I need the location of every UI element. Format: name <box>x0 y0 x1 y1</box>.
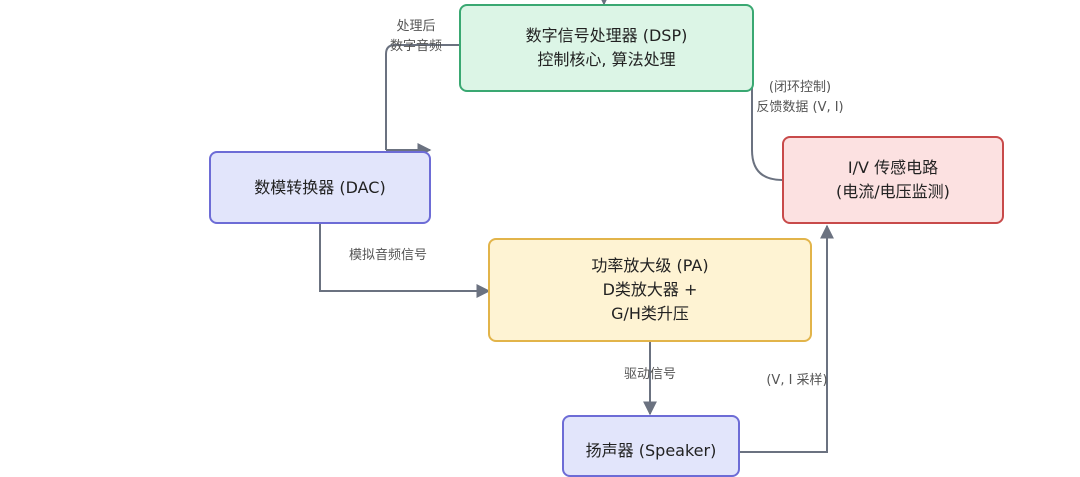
node-speaker: 扬声器 (Speaker) <box>562 415 740 477</box>
node-dac: 数模转换器 (DAC) <box>209 151 431 224</box>
edge-label-iv-to-dsp-line1: (闭环控制) <box>768 80 832 95</box>
node-pa-line3: G/H类升压 <box>611 304 689 323</box>
edge-label-iv-to-dsp-line2: 反馈数据 (V, I) <box>756 100 844 115</box>
edge-label-dsp-to-dac-line1: 处理后 <box>396 19 436 34</box>
node-dsp-line1: 数字信号处理器 (DSP) <box>525 26 688 45</box>
edge-dsp-to-dac <box>385 44 459 150</box>
node-speaker-line1: 扬声器 (Speaker) <box>585 441 717 460</box>
edge-label-dsp-to-dac-line2: 数字音频 <box>389 39 442 54</box>
edge-label-pa-to-speaker-line1: 驱动信号 <box>623 367 676 382</box>
edge-label-dac-to-pa: 模拟音频信号 <box>328 246 448 266</box>
node-dsp-line2: 控制核心, 算法处理 <box>537 50 676 69</box>
edge-speaker-to-iv <box>740 224 834 453</box>
node-pa-line2: D类放大器 + <box>602 280 698 299</box>
node-iv-line2: (电流/电压监测) <box>836 182 950 201</box>
node-dsp: 数字信号处理器 (DSP) 控制核心, 算法处理 <box>459 4 754 92</box>
edge-label-dac-to-pa-line1: 模拟音频信号 <box>348 248 427 263</box>
node-pa-line1: 功率放大级 (PA) <box>591 256 709 275</box>
node-iv-sense: I/V 传感电路 (电流/电压监测) <box>782 136 1004 224</box>
edge-dac-to-pa <box>319 224 491 298</box>
edge-label-dsp-to-dac: 处理后 数字音频 <box>370 17 462 57</box>
edge-label-pa-to-speaker: 驱动信号 <box>606 365 694 385</box>
edge-label-iv-to-dsp: (闭环控制) 反馈数据 (V, I) <box>740 78 860 118</box>
edge-label-speaker-to-iv-line1: (V, I 采样) <box>766 373 828 388</box>
edge-label-speaker-to-iv: (V, I 采样) <box>756 371 838 391</box>
node-dac-line1: 数模转换器 (DAC) <box>254 177 386 197</box>
node-iv-line1: I/V 传感电路 <box>847 158 939 177</box>
node-pa: 功率放大级 (PA) D类放大器 + G/H类升压 <box>488 238 812 342</box>
